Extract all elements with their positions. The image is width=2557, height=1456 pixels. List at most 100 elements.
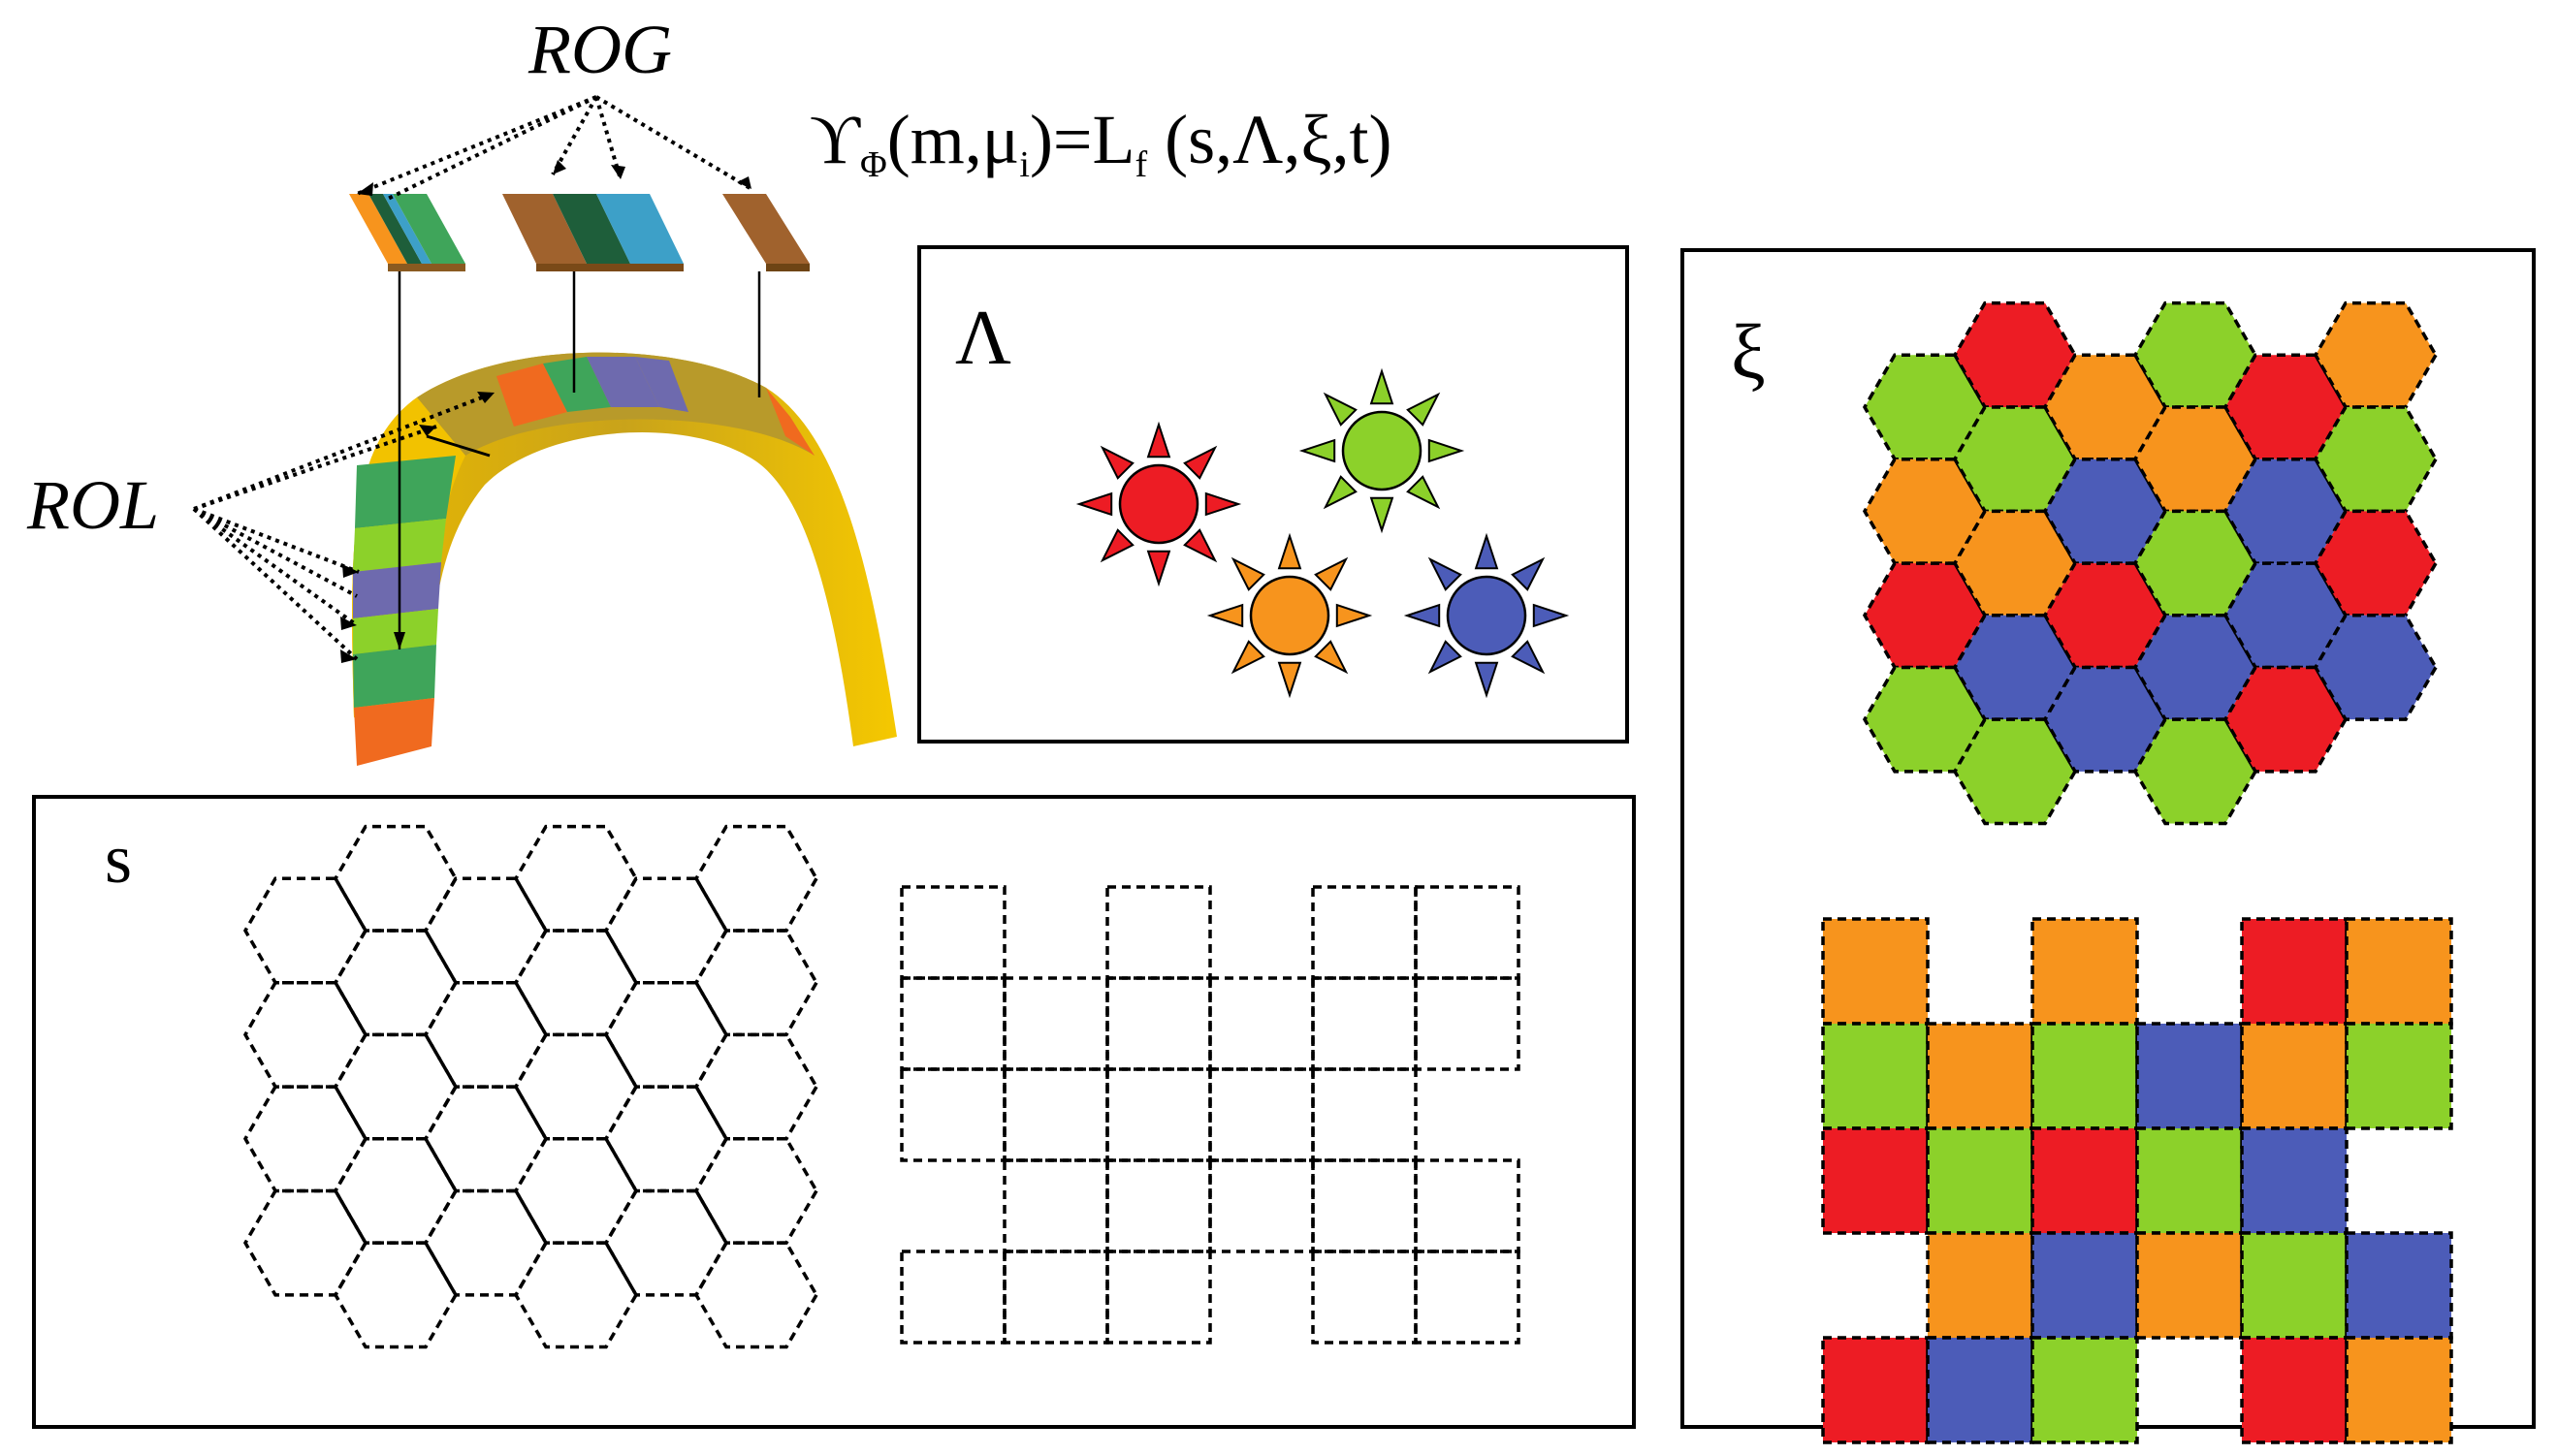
sun-ray [1427, 438, 1465, 463]
empty-hex-cell [333, 1032, 459, 1141]
empty-hex-cell [242, 1188, 368, 1297]
sun-ray [1314, 640, 1349, 675]
empty-square-cell [1003, 976, 1109, 1071]
empty-hex-cell [513, 824, 639, 933]
sun-ray [1406, 392, 1441, 427]
empty-hex-lattice [242, 824, 819, 1349]
s-label: s [105, 820, 132, 898]
empty-square-cell [1105, 976, 1212, 1071]
empty-square-cell [1208, 976, 1315, 1071]
sun-orange [1206, 532, 1373, 699]
empty-square-cell [1311, 1067, 1418, 1162]
empty-square-cell [900, 1250, 1007, 1345]
sun-green [1298, 367, 1465, 534]
sun-ray [1323, 475, 1358, 510]
rol-strips [353, 456, 456, 766]
empty-square-cell [900, 885, 1007, 980]
empty-square-cell [1105, 1250, 1212, 1345]
sun-disc [1446, 575, 1527, 656]
colored-square-cell [2345, 917, 2453, 1026]
empty-square-cell [1105, 1158, 1212, 1253]
colored-square-cell [2030, 1022, 2139, 1130]
colored-square-lattice [1821, 917, 2453, 1444]
sun-ray [1403, 603, 1441, 628]
arch-illustration: ROG ROL [26, 11, 898, 766]
empty-hex-cell [513, 1241, 639, 1349]
empty-square-cell [1414, 976, 1520, 1071]
empty-hex-cell [423, 876, 549, 985]
empty-square-cell [1311, 1158, 1418, 1253]
sun-ray [1100, 528, 1135, 563]
formula-phi-sub: Φ [860, 144, 887, 185]
empty-square-cell [1105, 885, 1212, 980]
empty-hex-cell [513, 1032, 639, 1141]
empty-hex-cell [333, 929, 459, 1037]
empty-square-cell [1414, 1250, 1520, 1345]
colored-square-cell [2345, 1336, 2453, 1444]
sun-ray [1427, 640, 1462, 675]
pointer-arrowheads [340, 160, 751, 663]
empty-hex-cell [242, 876, 368, 985]
empty-hex-cell [333, 1241, 459, 1349]
colored-hex-cell [2313, 614, 2439, 721]
empty-square-lattice [900, 885, 1520, 1345]
sun-ray [1231, 556, 1265, 591]
empty-hex-cell [603, 1188, 729, 1297]
empty-hex-cell [603, 876, 729, 985]
sun-ray [1406, 475, 1441, 510]
empty-hex-cell [693, 1137, 819, 1245]
rog-strip-group-2 [502, 194, 684, 271]
colored-square-cell [2135, 1126, 2244, 1235]
empty-hex-cell [693, 929, 819, 1037]
sun-ray [1427, 556, 1462, 591]
sun-blue [1403, 532, 1570, 699]
colored-square-cell [2135, 1022, 2244, 1130]
colored-square-cell [1821, 1022, 1930, 1130]
sun-ray [1335, 603, 1373, 628]
empty-square-cell [1311, 976, 1418, 1071]
sun-ray [1474, 532, 1499, 570]
sun-ray [1277, 661, 1302, 699]
lambda-label: Λ [955, 296, 1011, 381]
empty-hex-cell [693, 824, 819, 933]
sun-disc [1341, 410, 1422, 491]
colored-square-cell [1821, 1126, 1930, 1235]
formula-i-sub: i [1019, 144, 1030, 185]
empty-square-cell [1105, 1067, 1212, 1162]
empty-hex-cell [333, 824, 459, 933]
formula: ϒΦ(m,μi)=Lf (s,Λ,ξ,t) [810, 101, 1391, 185]
empty-square-cell [1414, 885, 1520, 980]
empty-hex-cell [513, 929, 639, 1037]
s-panel: s [32, 795, 1636, 1429]
sun-ray [1369, 367, 1394, 405]
empty-square-cell [1208, 1158, 1315, 1253]
colored-square-cell [2240, 1336, 2349, 1444]
colored-square-cell [2030, 1231, 2139, 1340]
empty-hex-cell [423, 1085, 549, 1193]
colored-square-cell [2345, 1022, 2453, 1130]
empty-hex-cell [423, 980, 549, 1089]
rol-pointers [192, 391, 495, 661]
colored-hex-cell [2222, 665, 2349, 774]
sun-ray [1511, 556, 1546, 591]
colored-square-cell [2135, 1231, 2244, 1340]
rog-pointers [356, 95, 753, 201]
empty-hex-cell [513, 1137, 639, 1245]
xi-panel: ξ [1680, 248, 2536, 1444]
arch-body [352, 352, 898, 746]
sun-ray [1206, 603, 1244, 628]
sun-group [1075, 367, 1570, 699]
sun-ray [1183, 445, 1218, 480]
formula-args: (m,μ [887, 101, 1020, 178]
empty-hex-cell [603, 1085, 729, 1193]
empty-square-cell [900, 1067, 1007, 1162]
colored-square-cell [2240, 1126, 2349, 1235]
colored-square-cell [1821, 917, 1930, 1026]
colored-square-cell [2030, 1126, 2139, 1235]
empty-hex-cell [242, 1085, 368, 1193]
xi-label: ξ [1731, 310, 1766, 396]
colored-square-cell [2030, 917, 2139, 1026]
sun-ray [1314, 556, 1349, 591]
colored-square-cell [2240, 917, 2349, 1026]
sun-disc [1118, 463, 1199, 545]
